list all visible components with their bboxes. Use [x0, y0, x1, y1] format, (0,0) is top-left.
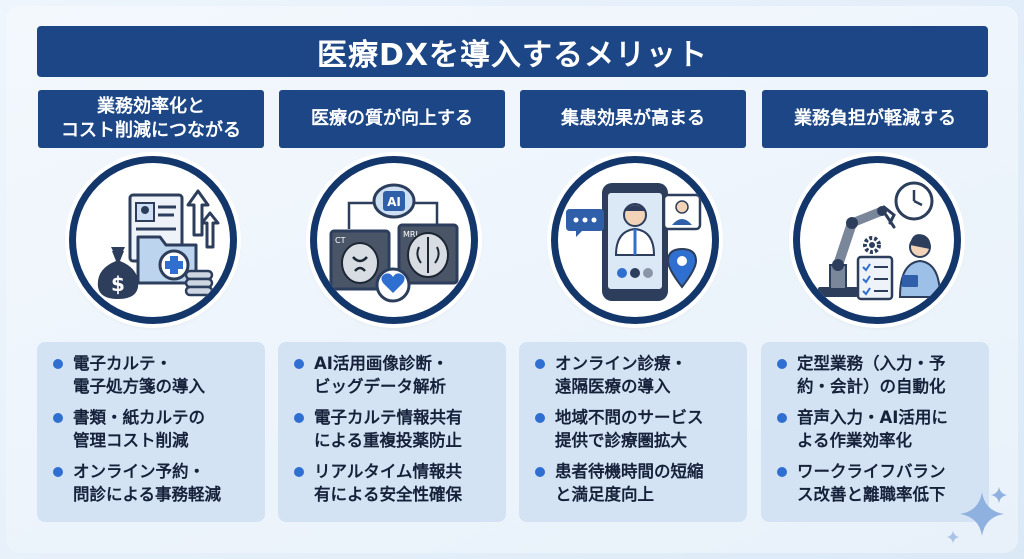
svg-text:MRI: MRI	[403, 230, 418, 239]
page-title: 医療DXを導入するメリット	[37, 26, 988, 77]
bullet-item: 電子カルテ・ 電子処方箋の導入	[51, 352, 255, 398]
bullet-panel: 定型業務（入力・予 約・会計）の自動化 音声入力・AI活用に よる作業効率化 ワ…	[761, 342, 989, 522]
column-heading: 集患効果が高まる	[520, 90, 746, 148]
column-quality: 医療の質が向上する AI CT MRI AI活用画像診断・ ビッグデータ解析	[278, 90, 506, 522]
sparkle-icon	[990, 486, 1008, 504]
bullet-item: ワークライフバラン ス改善と離職率低下	[775, 460, 979, 506]
bullet-panel: AI活用画像診断・ ビッグデータ解析 電子カルテ情報共有 による重複投薬防止 リ…	[278, 342, 506, 522]
column-patient-attraction: 集患効果が高まる	[519, 90, 747, 522]
sparkle-icon	[946, 530, 960, 544]
svg-text:$: $	[111, 272, 125, 296]
bullet-panel: オンライン診療・ 遠隔医療の導入 地域不問のサービス 提供で診療圏拡大 患者待機…	[519, 342, 747, 522]
bullet-item: リアルタイム情報共 有による安全性確保	[292, 460, 496, 506]
bullet-panel: 電子カルテ・ 電子処方箋の導入 書類・紙カルテの 管理コスト削減 オンライン予約…	[37, 342, 265, 522]
bullet-item: 電子カルテ情報共有 による重複投薬防止	[292, 406, 496, 452]
ai-diagnosis-illustration: AI CT MRI	[310, 156, 478, 324]
ai-diagnosis-icon: AI CT MRI	[329, 183, 459, 303]
bullet-item: AI活用画像診断・ ビッグデータ解析	[292, 352, 496, 398]
bullet-item: オンライン予約・ 問診による事務軽減	[51, 460, 255, 506]
svg-text:CT: CT	[335, 236, 346, 245]
sparkle-icon	[960, 492, 1004, 536]
bullet-item: 患者待機時間の短縮 と満足度向上	[533, 460, 737, 506]
column-heading: 業務効率化と コスト削減につながる	[38, 90, 264, 148]
online-consultation-icon	[566, 183, 702, 301]
column-heading: 業務負担が軽減する	[762, 90, 988, 148]
bullet-item: 定型業務（入力・予 約・会計）の自動化	[775, 352, 979, 398]
cost-reduction-icon: $	[97, 189, 220, 299]
bullet-item: 地域不問のサービス 提供で診療圏拡大	[533, 406, 737, 452]
cost-reduction-illustration: $	[69, 156, 237, 324]
robot-arm-icon	[818, 181, 942, 301]
svg-text:AI: AI	[387, 195, 401, 209]
column-workload: 業務負担が軽減する	[761, 90, 989, 522]
column-cost-reduction: 業務効率化と コスト削減につながる $	[37, 90, 265, 522]
robot-arm-illustration	[793, 156, 961, 324]
online-consultation-illustration	[551, 156, 719, 324]
bullet-item: 音声入力・AI活用に よる作業効率化	[775, 406, 979, 452]
bullet-item: オンライン診療・ 遠隔医療の導入	[533, 352, 737, 398]
bullet-item: 書類・紙カルテの 管理コスト削減	[51, 406, 255, 452]
column-heading: 医療の質が向上する	[279, 90, 505, 148]
